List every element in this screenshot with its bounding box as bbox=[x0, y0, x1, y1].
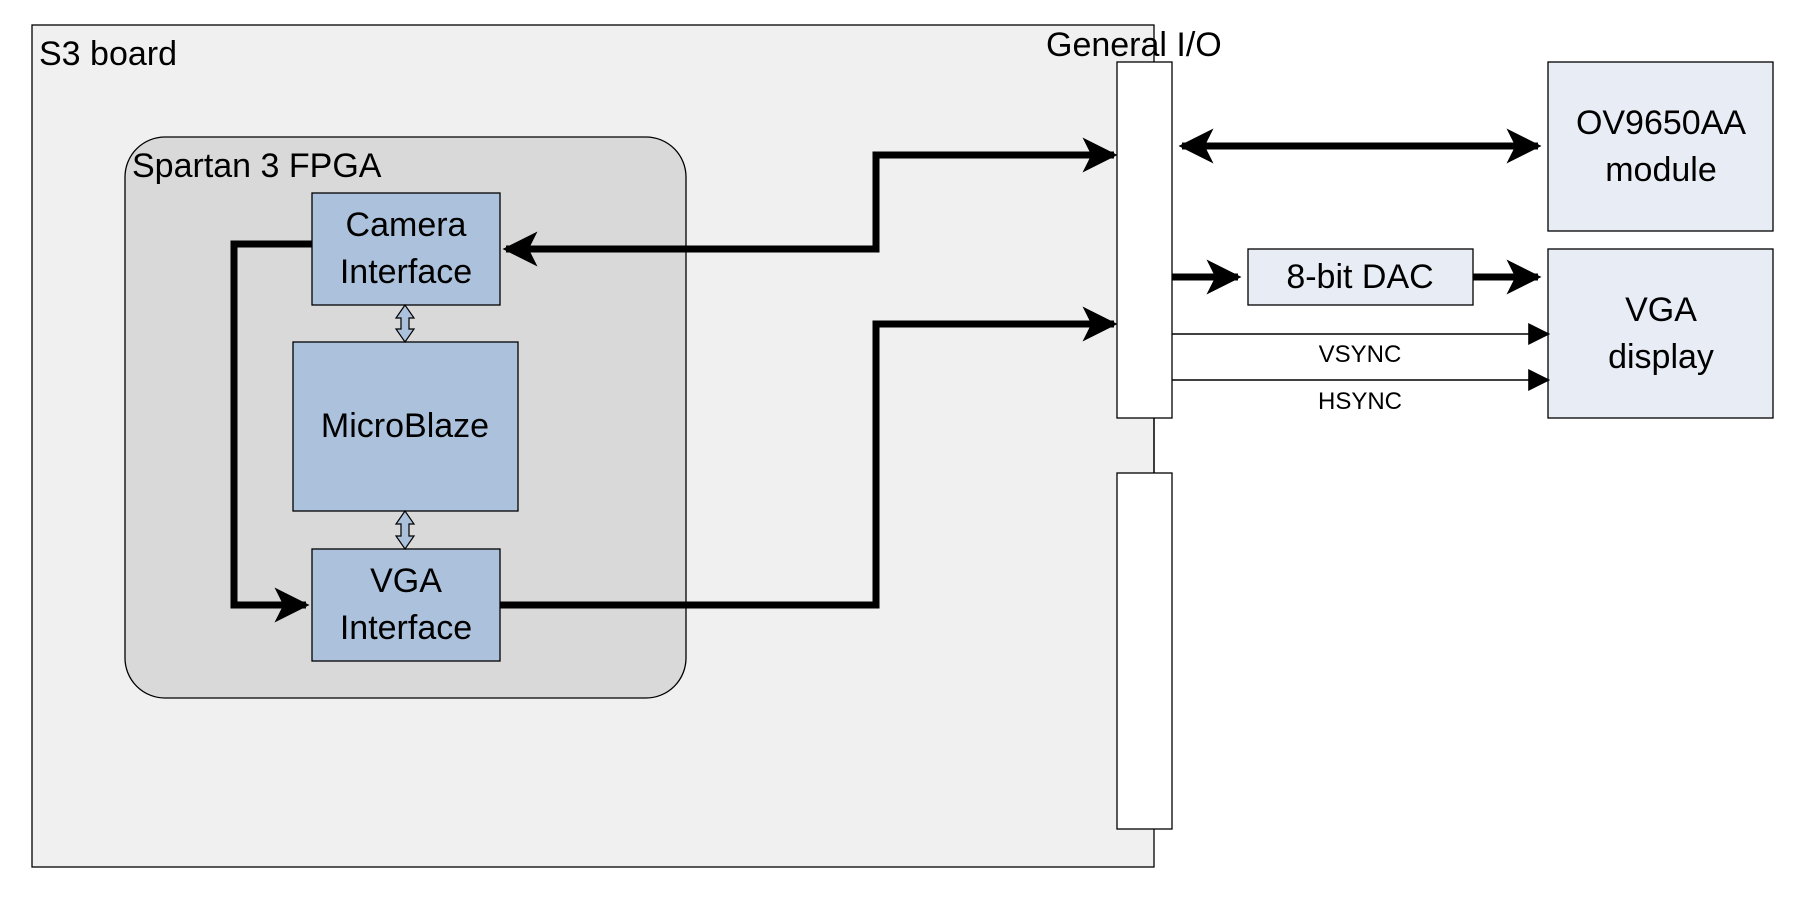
io-to-camera-interface-link bbox=[502, 137, 1118, 267]
vga-interface-line1: VGA bbox=[370, 562, 442, 600]
camera-interface-block: Camera Interface bbox=[311, 192, 501, 306]
hsync-label: HSYNC bbox=[1318, 388, 1402, 415]
camera-interface-line1: Camera bbox=[346, 206, 467, 244]
microblaze-vga-bus-connector bbox=[394, 509, 416, 551]
hsync-signal: HSYNC bbox=[1172, 369, 1551, 415]
vsync-label: VSYNC bbox=[1319, 341, 1402, 368]
camera-microblaze-bus-connector bbox=[394, 303, 416, 344]
vga-interface-line2: Interface bbox=[340, 609, 472, 647]
general-io-connector: General I/O bbox=[1046, 26, 1222, 830]
vga-display: VGA display bbox=[1547, 248, 1774, 419]
ov9650aa-module: OV9650AA module bbox=[1547, 61, 1774, 232]
dac-label: 8-bit DAC bbox=[1286, 258, 1433, 296]
vga-interface-to-io-link bbox=[500, 306, 1118, 609]
vga-interface-block: VGA Interface bbox=[311, 548, 501, 662]
ov9650aa-line1: OV9650AA bbox=[1576, 104, 1746, 142]
vga-display-line2: display bbox=[1608, 338, 1714, 376]
general-io-label: General I/O bbox=[1046, 26, 1222, 64]
microblaze-label: MicroBlaze bbox=[321, 407, 489, 445]
camera-interface-line2: Interface bbox=[340, 253, 472, 291]
microblaze-block: MicroBlaze bbox=[292, 341, 519, 512]
s3-board-label: S3 board bbox=[39, 35, 177, 73]
ov9650aa-line2: module bbox=[1605, 151, 1717, 189]
dac-block: 8-bit DAC bbox=[1247, 248, 1474, 306]
fpga-label: Spartan 3 FPGA bbox=[132, 147, 382, 185]
vsync-signal: VSYNC bbox=[1172, 323, 1551, 368]
vga-display-line1: VGA bbox=[1625, 291, 1697, 329]
camera-to-vga-interface-link bbox=[230, 240, 312, 623]
